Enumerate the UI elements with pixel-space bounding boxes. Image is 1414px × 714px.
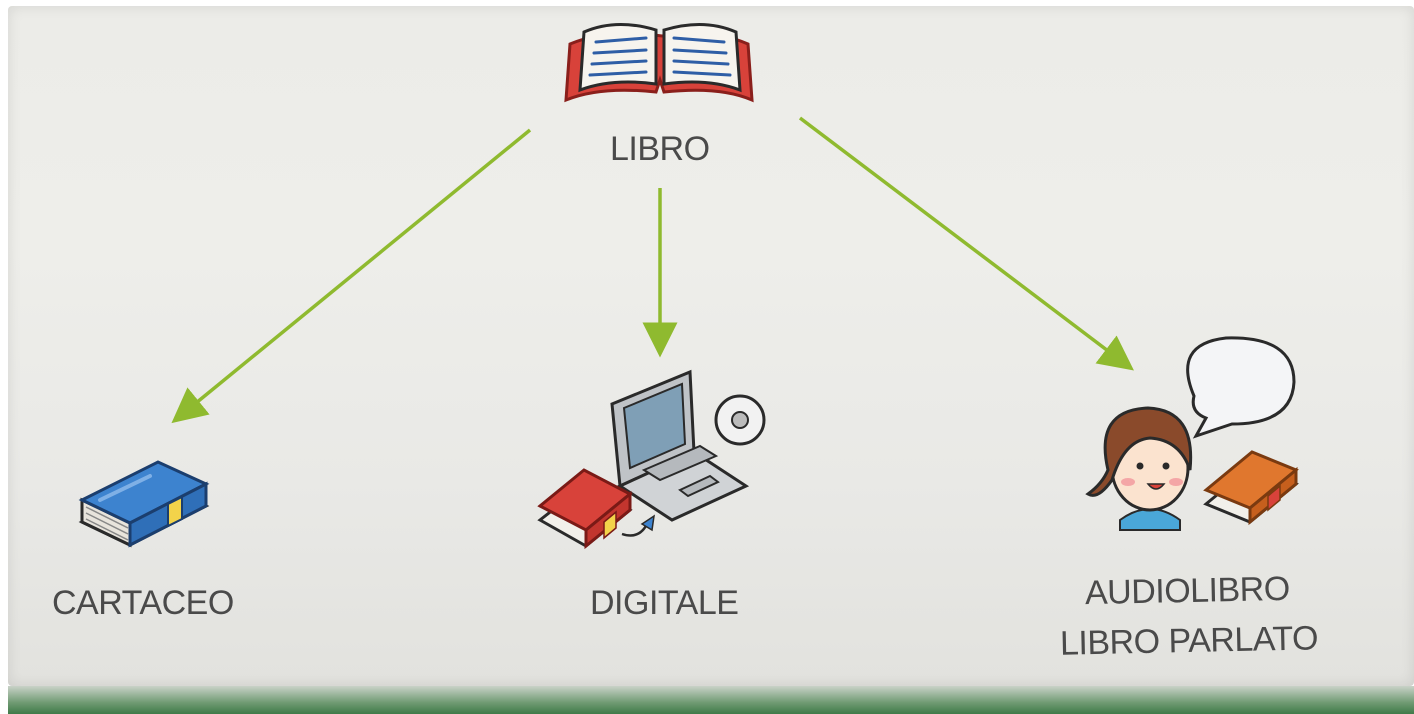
label-audiolibro: AUDIOLIBRO <box>1084 569 1291 613</box>
arrow-to-audiolibro <box>798 116 1134 371</box>
label-digitale: DIGITALE <box>590 584 739 622</box>
green-page-edge <box>8 686 1414 714</box>
paper-page <box>8 6 1414 686</box>
paper-book-icon <box>78 460 210 548</box>
laptop-cd-book-icon <box>537 369 766 550</box>
label-libro: LIBRO <box>610 130 710 168</box>
label-cartaceo: CARTACEO <box>52 584 234 622</box>
arrow-to-cartaceo <box>171 128 532 424</box>
label-libro-parlato: LIBRO PARLATO <box>1059 619 1319 663</box>
open-book-icon <box>564 22 754 103</box>
girl-speech-book-icon <box>1085 336 1299 531</box>
